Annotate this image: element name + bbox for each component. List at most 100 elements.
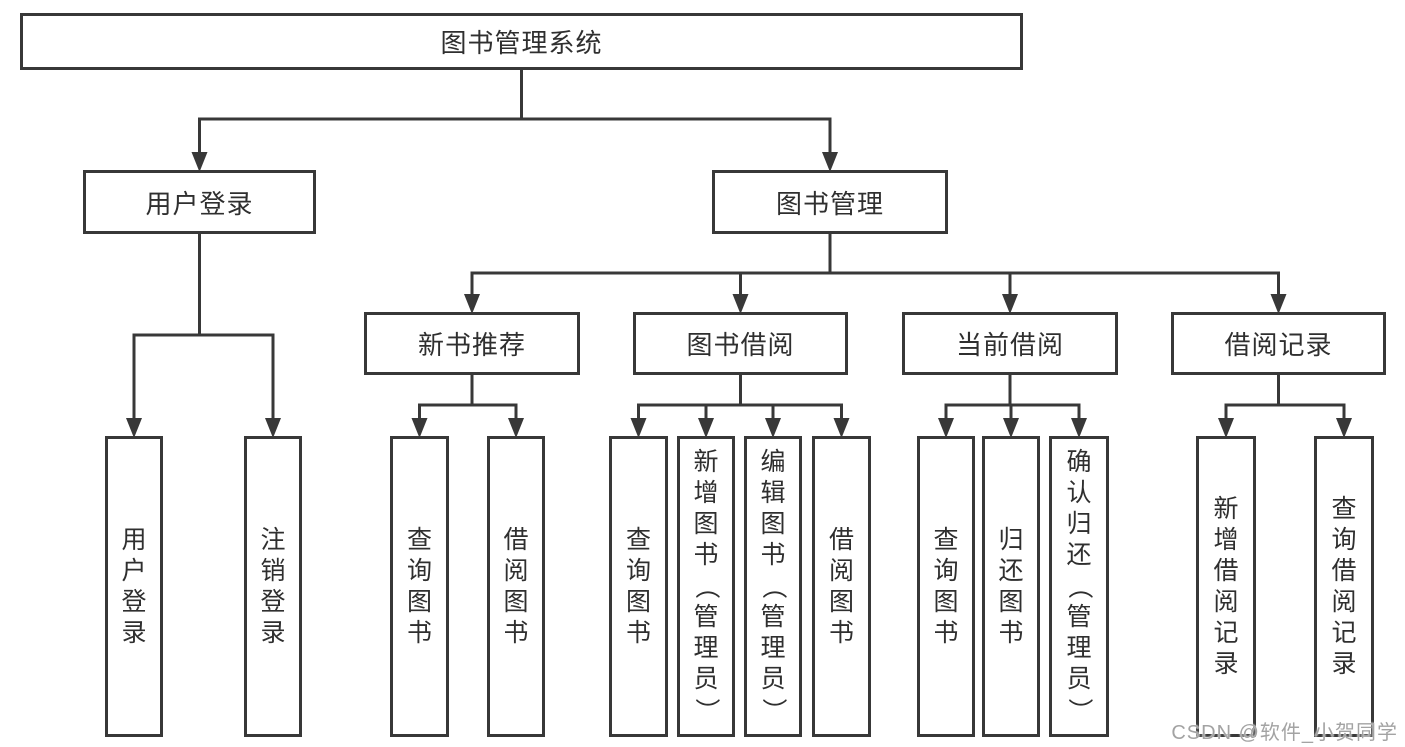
- node-label-char: 户: [121, 556, 147, 585]
- node-label-char: 理: [760, 634, 786, 662]
- node-label-char: 新: [1213, 494, 1239, 523]
- node-label-char: 确: [1066, 448, 1092, 476]
- node-label-char: 借: [503, 525, 529, 554]
- node-label-char: 增: [693, 479, 719, 507]
- node-label-char: 书: [625, 618, 651, 647]
- edge-from-borrow-records: [1218, 375, 1352, 438]
- node-label-char: 增: [1213, 525, 1239, 554]
- node-current-borrow: 当前借阅: [902, 312, 1118, 375]
- node-label-char: 借: [828, 525, 854, 554]
- node-label-char: 图: [760, 510, 786, 538]
- node-label-char: 图: [693, 510, 719, 538]
- node-label-char: 图: [998, 587, 1024, 616]
- node-label-char: 还: [1066, 541, 1092, 569]
- node-label-char: 图: [828, 587, 854, 616]
- node-root: 图书管理系统: [20, 13, 1023, 70]
- node-label-char: ）: [692, 697, 721, 723]
- node-label-char: 录: [1331, 649, 1357, 678]
- node-leaf-cb-return: 归还图书: [982, 436, 1040, 737]
- edge-from-new-book: [411, 375, 524, 438]
- node-new-book: 新书推荐: [364, 312, 580, 375]
- node-label-char: 辑: [760, 479, 786, 507]
- node-book-mgmt: 图书管理: [712, 170, 948, 234]
- node-leaf-cb-confirm: 确认归还 （ 管理员 ）: [1049, 436, 1109, 737]
- node-label-char: 图: [933, 587, 959, 616]
- node-label-char: （: [759, 573, 788, 599]
- node-label-char: 阅: [503, 556, 529, 585]
- node-label-char: 归: [998, 525, 1024, 554]
- node-leaf-bb-query: 查询图书: [609, 436, 668, 737]
- node-label-char: 管: [1066, 603, 1092, 631]
- node-label-char: 记: [1331, 618, 1357, 647]
- node-leaf-new-borrow: 借阅图书: [487, 436, 545, 737]
- node-label-char: 阅: [1331, 587, 1357, 616]
- node-label-char: 书: [503, 618, 529, 647]
- node-label-char: 理: [693, 634, 719, 662]
- node-label-char: 录: [1213, 649, 1239, 678]
- node-leaf-rec-query: 查询借阅记录: [1314, 436, 1374, 737]
- node-label-char: 借: [1331, 556, 1357, 585]
- edge-from-current-borrow: [938, 375, 1087, 438]
- node-label-char: 注: [260, 525, 286, 554]
- node-label-char: 登: [260, 587, 286, 616]
- node-label-char: 查: [625, 525, 651, 554]
- node-label-char: 编: [760, 448, 786, 476]
- edge-from-user-login: [126, 234, 281, 438]
- edge-from-root: [191, 70, 838, 172]
- node-user-login: 用户登录: [83, 170, 316, 234]
- node-label-char: （: [1065, 573, 1094, 599]
- node-label-char: 书: [693, 541, 719, 569]
- node-label-char: ）: [1065, 697, 1094, 723]
- node-label-char: 理: [1066, 634, 1092, 662]
- node-book-borrow: 图书借阅: [633, 312, 848, 375]
- node-label-char: 认: [1066, 479, 1092, 507]
- node-label-char: 查: [406, 525, 432, 554]
- node-label-char: 询: [1331, 525, 1357, 554]
- node-label-char: ）: [759, 697, 788, 723]
- node-label-char: 管: [693, 603, 719, 631]
- node-label-char: 还: [998, 556, 1024, 585]
- node-label-char: 阅: [1213, 587, 1239, 616]
- node-label-char: 查: [1331, 494, 1357, 523]
- node-leaf-logout: 注销登录: [244, 436, 302, 737]
- node-label-char: 销: [260, 556, 286, 585]
- node-label-char: 归: [1066, 510, 1092, 538]
- node-label-char: （: [692, 573, 721, 599]
- node-label-char: 员: [1066, 665, 1092, 693]
- node-label-char: 询: [406, 556, 432, 585]
- node-borrow-records: 借阅记录: [1171, 312, 1386, 375]
- node-leaf-cb-query: 查询图书: [917, 436, 975, 737]
- node-label-char: 书: [933, 618, 959, 647]
- node-label-char: 书: [760, 541, 786, 569]
- node-label-char: 新: [693, 448, 719, 476]
- node-leaf-user-login: 用户登录: [105, 436, 163, 737]
- node-label-char: 录: [121, 618, 147, 647]
- node-label-char: 记: [1213, 618, 1239, 647]
- edge-from-book-borrow: [630, 375, 850, 438]
- node-label-char: 书: [406, 618, 432, 647]
- node-label-char: 阅: [828, 556, 854, 585]
- node-label-char: 员: [760, 665, 786, 693]
- node-label-char: 查: [933, 525, 959, 554]
- node-label-char: 询: [625, 556, 651, 585]
- edge-from-book-mgmt: [464, 234, 1287, 314]
- node-leaf-new-query: 查询图书: [390, 436, 449, 737]
- node-label-char: 登: [121, 587, 147, 616]
- node-label-char: 图: [503, 587, 529, 616]
- node-label-char: 用: [121, 525, 147, 554]
- node-leaf-rec-add: 新增借阅记录: [1196, 436, 1256, 737]
- node-leaf-bb-edit: 编辑图书 （ 管理员 ）: [744, 436, 802, 737]
- node-leaf-bb-add: 新增图书 （ 管理员 ）: [677, 436, 735, 737]
- node-label-char: 员: [693, 665, 719, 693]
- node-label-char: 管: [760, 603, 786, 631]
- node-label-char: 询: [933, 556, 959, 585]
- node-label-char: 借: [1213, 556, 1239, 585]
- watermark: CSDN @软件_小贺同学: [1171, 722, 1398, 744]
- node-label-char: 图: [406, 587, 432, 616]
- node-label-char: 图: [625, 587, 651, 616]
- node-leaf-bb-borrow: 借阅图书: [812, 436, 871, 737]
- node-label-char: 录: [260, 618, 286, 647]
- node-label-char: 书: [998, 618, 1024, 647]
